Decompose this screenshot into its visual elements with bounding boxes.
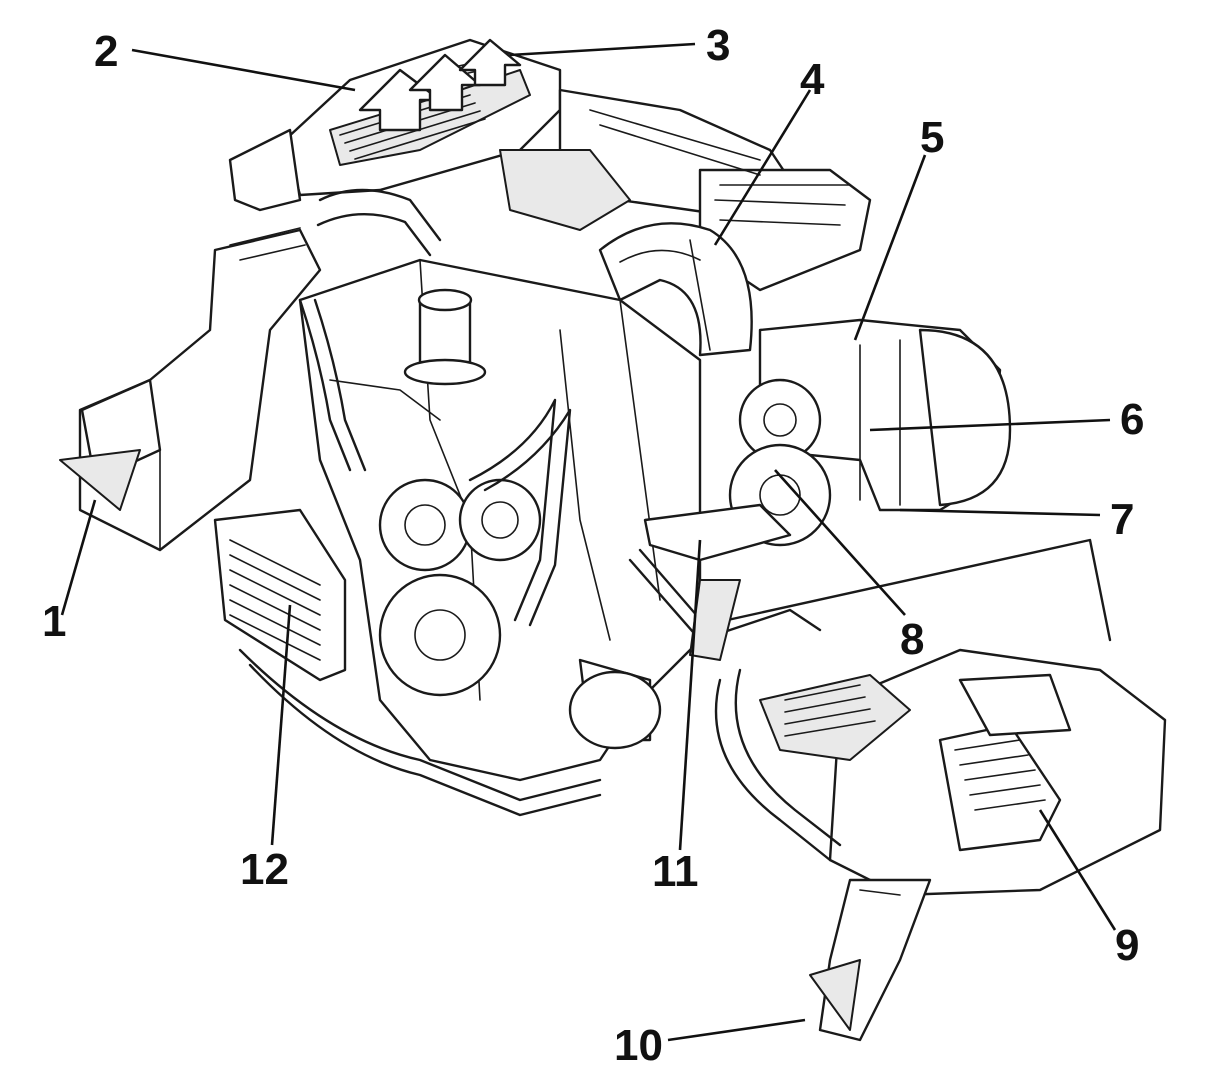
callout-1: 1 [42,597,67,646]
callout-5: 5 [920,113,945,162]
callout-9: 9 [1115,921,1140,970]
callout-7: 7 [1110,495,1135,544]
callout-8: 8 [900,615,925,664]
radiator [213,508,602,817]
callout-3: 3 [706,21,731,70]
callout-6: 6 [1120,395,1145,444]
callout-2: 2 [94,27,119,76]
hoses-upper [298,188,442,472]
oil-filter [568,658,662,750]
callout-4: 4 [800,55,825,104]
cam-covers [499,88,872,292]
callout-12: 12 [240,845,289,894]
timing-pulleys [378,398,572,697]
leader-lines [60,42,1117,1042]
intake-elbow [598,222,753,357]
intake-hose [809,878,932,1042]
turbocharger [728,318,1012,547]
air-box [714,648,1167,897]
callout-11: 11 [652,847,699,896]
oil-filler [403,288,487,386]
callout-10: 10 [614,1021,663,1070]
left-air-duct [59,128,322,552]
intercooler-top [283,38,562,197]
exhaust-pipe [628,503,1112,661]
